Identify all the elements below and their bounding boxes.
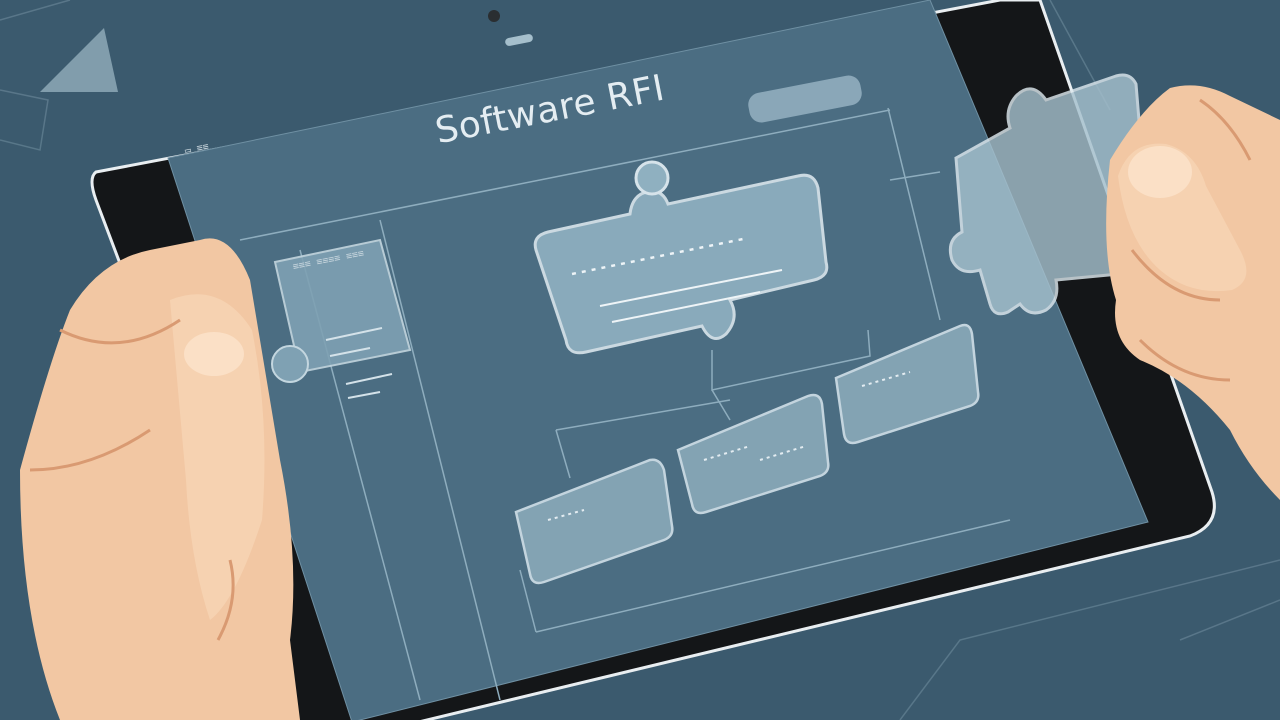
tablet-screen <box>168 0 1148 720</box>
header-small-pill <box>505 34 533 46</box>
left-hand <box>20 238 300 720</box>
header-pill <box>748 75 862 123</box>
right-hand <box>1106 85 1280 500</box>
background-puzzle-shard <box>40 28 118 92</box>
camera-dot <box>488 10 500 22</box>
main-puzzle-card <box>533 160 829 355</box>
puzzle-piece-icon <box>948 73 1152 316</box>
side-card <box>271 238 412 399</box>
child-card-right <box>834 323 980 445</box>
child-card-middle <box>676 393 830 515</box>
child-card-left <box>514 458 674 585</box>
